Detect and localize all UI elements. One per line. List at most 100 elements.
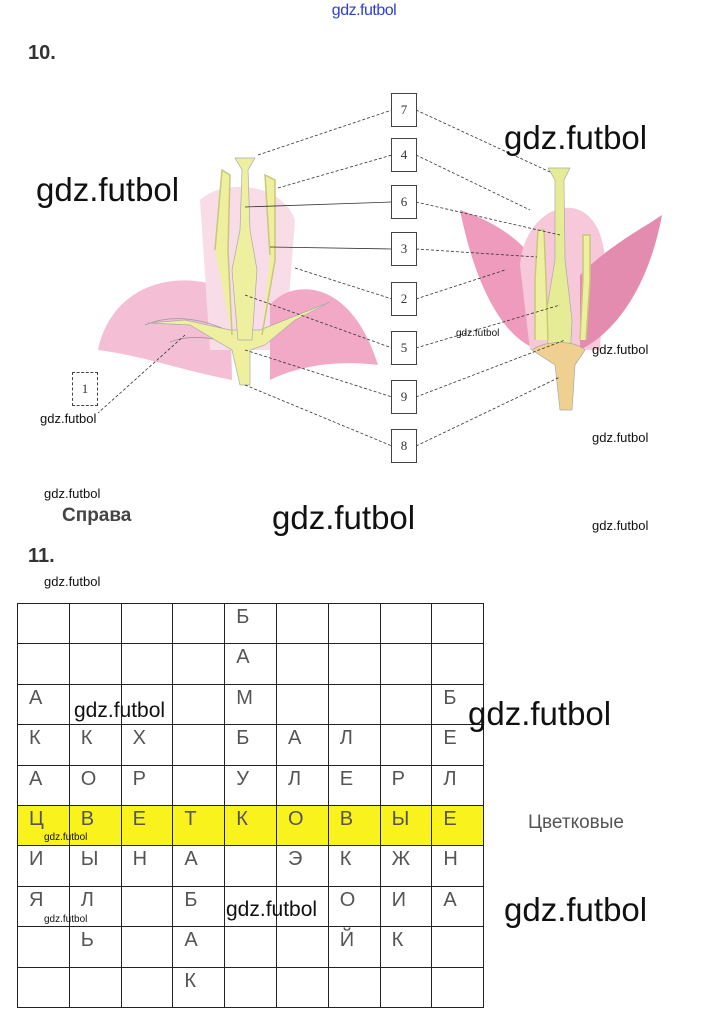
grid-letter: И [391,888,406,911]
grid-letter: Б [236,606,250,628]
grid-cell [172,724,226,766]
grid-letter [225,927,276,929]
grid-letter [122,887,173,889]
grid-letter: Й [339,929,355,952]
grid-letter: Н [443,848,458,871]
grid-cell: У [224,764,277,806]
grid-cell: К [17,724,70,766]
grid-cell [68,602,122,645]
grid-letter [122,968,173,970]
watermark: gdz.futbol [40,411,97,426]
grid-letter [18,604,69,606]
grid-letter: Р [132,767,146,790]
grid-cell [120,885,174,928]
grid-letter [381,604,432,606]
grid-letter: В [80,807,95,830]
grid-letter: И [29,848,44,871]
grid-cell [172,764,226,806]
grid-letter: Е [339,767,354,790]
watermark: gdz.futbol [44,832,88,843]
watermark: gdz.futbol [504,119,648,156]
grid-letter: К [80,727,93,750]
grid-cell [224,926,277,968]
grid-cell [17,602,70,645]
grid-letter: М [236,686,253,709]
grid-cell: Н [431,845,485,887]
grid-letter [277,927,328,929]
grid-letter [329,644,380,646]
task-11-answer: Цветковые [528,812,624,833]
grid-cell: Э [275,845,329,887]
grid-cell [68,966,122,1008]
grid-row: К [17,966,485,1008]
grid-letter [432,968,483,970]
grid-cell: Л [68,885,122,928]
grid-cell [120,683,174,726]
grid-letter [70,685,121,687]
grid-letter [381,968,432,970]
grid-cell [68,683,122,726]
grid-cell [275,926,329,968]
grid-letter [70,644,121,646]
watermark: gdz.futbol [592,518,649,533]
grid-cell: О [327,885,381,928]
grid-cell: Й [327,926,381,968]
grid-cell: А [224,643,277,685]
grid-letter: К [29,727,41,750]
grid-letter: Б [184,888,198,911]
grid-letter [18,927,69,929]
grid-cell: О [275,804,329,847]
grid-letter [432,604,483,606]
grid-cell [327,602,381,645]
grid-letter: А [184,929,198,952]
grid-letter [70,604,121,606]
grid-cell: Р [379,764,433,806]
grid-letter [329,685,380,687]
grid-letter [277,604,328,606]
grid-letter: Б [236,727,250,750]
grid-cell [172,602,226,645]
grid-cell [379,643,433,685]
grid-letter [18,968,69,970]
grid-cell [379,966,433,1008]
grid-letter [381,644,432,646]
grid-letter: Э [287,848,303,871]
watermark: gdz.futbol [226,898,318,921]
label-box-6: 6 [391,185,417,219]
grid-letter [329,968,380,970]
grid-cell: К [172,966,226,1008]
grid-letter: Ж [391,848,411,871]
grid-cell: А [275,724,329,766]
grid-letter: А [29,767,43,790]
grid-letter: Я [29,888,44,911]
grid-letter [225,887,276,889]
task-11-number: 11. [28,545,55,567]
grid-letter: А [236,646,250,669]
grid-cell: Б [224,602,277,645]
grid-letter: К [339,848,352,871]
watermark: gdz.futbol [44,574,101,589]
grid-cell [17,643,70,685]
label-box-3: 3 [391,232,417,266]
grid-letter: Л [287,767,302,790]
grid-letter [381,725,432,727]
grid-cell [224,845,277,887]
grid-letter [277,644,328,646]
grid-letter [122,604,173,606]
grid-cell [379,602,433,645]
grid-letter: У [236,767,249,790]
grid-cell: А [172,926,226,968]
grid-cell [120,602,174,645]
grid-letter [225,968,276,970]
watermark: gdz.futbol [468,695,612,732]
grid-cell: Л [275,764,329,806]
grid-cell: Ь [68,926,122,968]
grid-cell: Б [431,683,485,726]
grid-cell: В [327,804,381,847]
watermark: gdz.futbol [504,891,648,928]
grid-cell [379,724,433,766]
grid-cell [327,643,381,685]
